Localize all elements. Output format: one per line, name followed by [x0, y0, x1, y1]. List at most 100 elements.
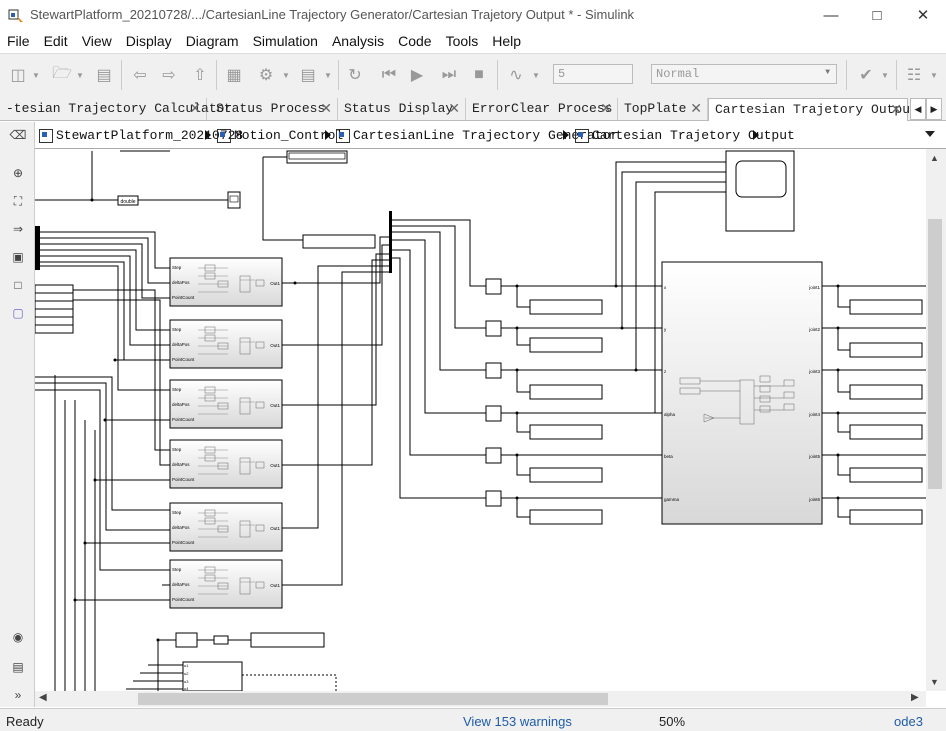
menu-view[interactable]: View	[81, 33, 112, 49]
subsystem-port-label: Step	[172, 447, 182, 452]
breadcrumb-separator-icon	[563, 130, 569, 140]
area-icon[interactable]: ▢	[12, 306, 24, 320]
close-icon[interactable]: ✕	[600, 100, 612, 116]
screenshot-icon[interactable]: ◉	[12, 630, 24, 644]
tab-scroll-right-icon[interactable]: ▶	[926, 98, 942, 120]
ik-in-y: y	[664, 327, 667, 332]
tab-scroll-left-icon[interactable]: ◀	[910, 98, 926, 120]
fit-to-view-icon[interactable]: ⛶	[13, 193, 23, 208]
check-icon[interactable]: ✔	[859, 67, 873, 84]
left-tool-palette: ⌫ ⊕ ⛶ ⇒ ▣ □ ▢ ◉ ▤ »	[0, 122, 35, 707]
close-icon[interactable]: ✕	[189, 100, 201, 116]
build-icon[interactable]: ☷	[906, 67, 922, 84]
property-inspector-icon[interactable]: ▤	[12, 660, 24, 674]
expand-icon[interactable]: »	[14, 688, 22, 702]
model-settings-icon[interactable]: ⚙	[258, 67, 274, 84]
step-forward-icon[interactable]: ⏭	[441, 66, 457, 83]
zoom-in-icon[interactable]: ⊕	[12, 166, 24, 180]
warnings-link[interactable]: View 153 warnings	[463, 714, 572, 729]
solver-link[interactable]: ode3	[894, 714, 923, 729]
tab-trajectory-calculator[interactable]: -tesian Trajectory Calculator✕	[0, 98, 232, 120]
menu-code[interactable]: Code	[398, 33, 432, 49]
tab-status-process[interactable]: Status Process✕	[210, 98, 338, 120]
step-back-icon[interactable]: ⏮	[381, 66, 397, 83]
new-model-icon[interactable]: ◫	[10, 67, 26, 84]
menu-tools[interactable]: Tools	[445, 33, 479, 49]
model-icon	[39, 128, 53, 143]
menu-help[interactable]: Help	[492, 33, 522, 49]
close-icon[interactable]: ✕	[448, 100, 460, 116]
horizontal-scroll-thumb[interactable]	[138, 693, 608, 705]
scroll-up-icon[interactable]: ▲	[930, 153, 939, 163]
open-icon[interactable]: 🗁	[52, 64, 72, 82]
tab-cartesian-trajetory-output[interactable]: Cartesian Trajetory Output✕	[708, 98, 918, 121]
open-dropdown-icon[interactable]: ▼	[76, 70, 84, 80]
record-icon[interactable]: ↻	[348, 67, 362, 84]
annotation-icon[interactable]: ▣	[12, 250, 24, 264]
menu-file[interactable]: File	[7, 33, 30, 49]
ik-out-joint1: joint1	[808, 285, 820, 290]
close-icon[interactable]: ✕	[916, 7, 930, 24]
hide-browser-icon[interactable]: ⌫	[9, 128, 27, 142]
tab-label: Cartesian Trajetory Output	[715, 102, 918, 117]
menu-edit[interactable]: Edit	[43, 33, 68, 49]
ik-out-joint4: joint4	[808, 412, 820, 417]
arrow-icon[interactable]: ⇒	[12, 222, 24, 236]
close-icon[interactable]: ✕	[890, 101, 902, 117]
library-browser-icon[interactable]: ▦	[226, 67, 242, 84]
scroll-down-icon[interactable]: ▼	[930, 677, 939, 687]
menu-diagram[interactable]: Diagram	[185, 33, 239, 49]
title-bar: StewartPlatform_20210728/.../CartesianLi…	[0, 0, 946, 30]
tab-errorclear-process[interactable]: ErrorClear Process✕	[466, 98, 618, 120]
subsystem-port-label: PointCount	[172, 295, 195, 300]
save-icon[interactable]: ▤	[96, 67, 112, 84]
settings-dropdown-icon[interactable]: ▼	[282, 70, 290, 80]
data-inspector-icon[interactable]: ∿	[509, 67, 523, 84]
matlab-function-block	[182, 661, 243, 691]
subsystem-port-label: deltaPos	[172, 342, 190, 347]
mux-input-u3: u3	[184, 679, 189, 684]
vertical-scroll-thumb[interactable]	[928, 219, 942, 489]
build-dropdown-icon[interactable]: ▼	[930, 70, 938, 80]
tab-topplate[interactable]: TopPlate✕	[618, 98, 708, 120]
menu-simulation[interactable]: Simulation	[252, 33, 318, 49]
ik-out-joint3: joint3	[808, 369, 820, 374]
minimize-icon[interactable]: —	[823, 6, 839, 24]
maximize-icon[interactable]: □	[872, 6, 882, 24]
new-dropdown-icon[interactable]: ▼	[32, 70, 40, 80]
menu-display[interactable]: Display	[125, 33, 172, 49]
close-icon[interactable]: ✕	[690, 100, 702, 116]
stop-icon[interactable]: ■	[474, 66, 484, 83]
breadcrumb-item-motion-control[interactable]: Motion_Control	[217, 128, 343, 143]
close-icon[interactable]: ✕	[320, 100, 332, 116]
breadcrumb-item-trajectory-generator[interactable]: CartesianLine Trajectory Generator	[336, 128, 618, 143]
simulation-mode-select[interactable]: Normal▼	[651, 64, 837, 84]
breadcrumb: StewartPlatform_20210728 Motion_Control …	[35, 122, 946, 149]
breadcrumb-dropdown-icon[interactable]	[925, 131, 935, 137]
horizontal-scrollbar[interactable]: ◀ ▶	[35, 691, 926, 707]
back-icon[interactable]: ⇦	[133, 67, 147, 84]
inspector-dropdown-icon[interactable]: ▼	[532, 70, 540, 80]
image-icon[interactable]: □	[14, 278, 22, 292]
breadcrumb-item-model[interactable]: StewartPlatform_20210728	[39, 128, 243, 143]
check-dropdown-icon[interactable]: ▼	[881, 70, 889, 80]
explorer-dropdown-icon[interactable]: ▼	[324, 70, 332, 80]
tab-status-display[interactable]: Status Display✕	[338, 98, 466, 120]
breadcrumb-item-trajetory-output[interactable]: Cartesian Trajetory Output	[575, 128, 795, 143]
menu-analysis[interactable]: Analysis	[331, 33, 385, 49]
run-icon[interactable]: ▶	[410, 67, 424, 84]
model-explorer-icon[interactable]: ▤	[300, 67, 316, 84]
scroll-right-icon[interactable]: ▶	[911, 692, 919, 703]
scroll-left-icon[interactable]: ◀	[39, 692, 47, 703]
up-icon[interactable]: ⇧	[193, 67, 207, 84]
forward-icon[interactable]: ⇨	[162, 67, 176, 84]
stop-time-input[interactable]: 5	[553, 64, 633, 84]
vertical-scrollbar[interactable]: ▲ ▼	[926, 149, 946, 691]
